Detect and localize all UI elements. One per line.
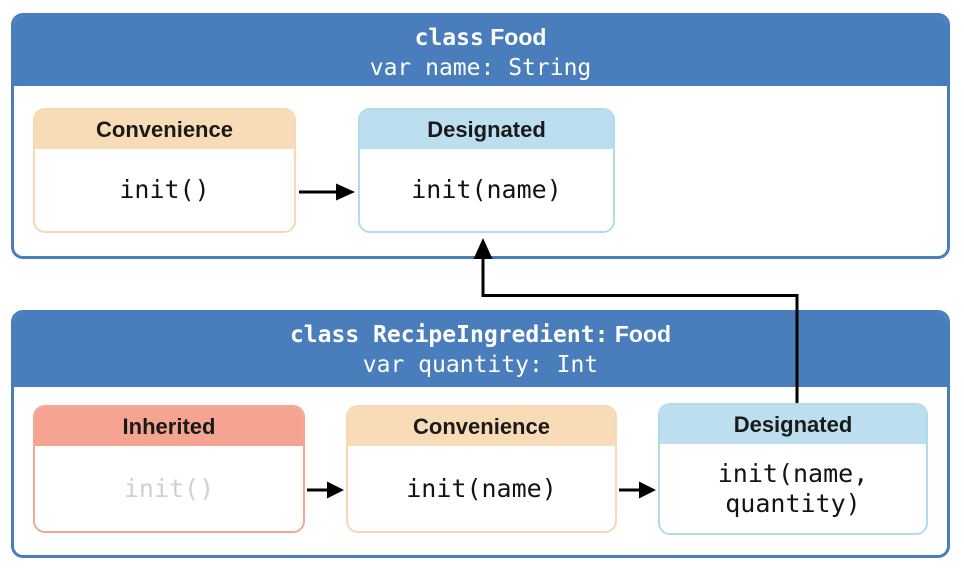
class-name: Food <box>490 24 547 50</box>
init-box-food-designated: Designated init(name) <box>358 108 615 233</box>
init-box-label: Designated <box>360 110 613 149</box>
init-box-code: init(name) <box>406 473 557 503</box>
init-box-recipe-designated: Designated init(name, quantity) <box>658 403 928 535</box>
init-box-code: init() <box>119 175 210 204</box>
class-keyword: class RecipeIngredient: <box>289 322 609 348</box>
class-title-food: class Food <box>14 22 947 53</box>
init-box-label: Designated <box>660 405 926 444</box>
init-box-label: Convenience <box>35 110 294 149</box>
superclass-name: Food <box>614 321 672 347</box>
init-box-code-muted: init() <box>123 473 215 503</box>
class-keyword: class <box>414 25 484 51</box>
class-property-food: var name: String <box>369 55 592 81</box>
init-box-recipe-inherited: Inherited init() <box>33 405 305 533</box>
init-box-food-convenience: Convenience init() <box>33 108 296 233</box>
init-box-code: init(name, quantity) <box>717 458 869 518</box>
init-box-recipe-convenience: Convenience init(name) <box>346 405 617 533</box>
class-title-recipe-ingredient: class RecipeIngredient: Food <box>14 319 947 350</box>
class-header-recipe-ingredient: class RecipeIngredient: Food var quantit… <box>14 313 947 387</box>
class-header-food: class Food var name: String <box>14 16 947 86</box>
class-property-recipe-ingredient: var quantity: Int <box>362 352 599 378</box>
init-box-label: Inherited <box>35 407 303 446</box>
init-box-label: Convenience <box>348 407 615 446</box>
init-box-code: init(name) <box>411 175 562 204</box>
